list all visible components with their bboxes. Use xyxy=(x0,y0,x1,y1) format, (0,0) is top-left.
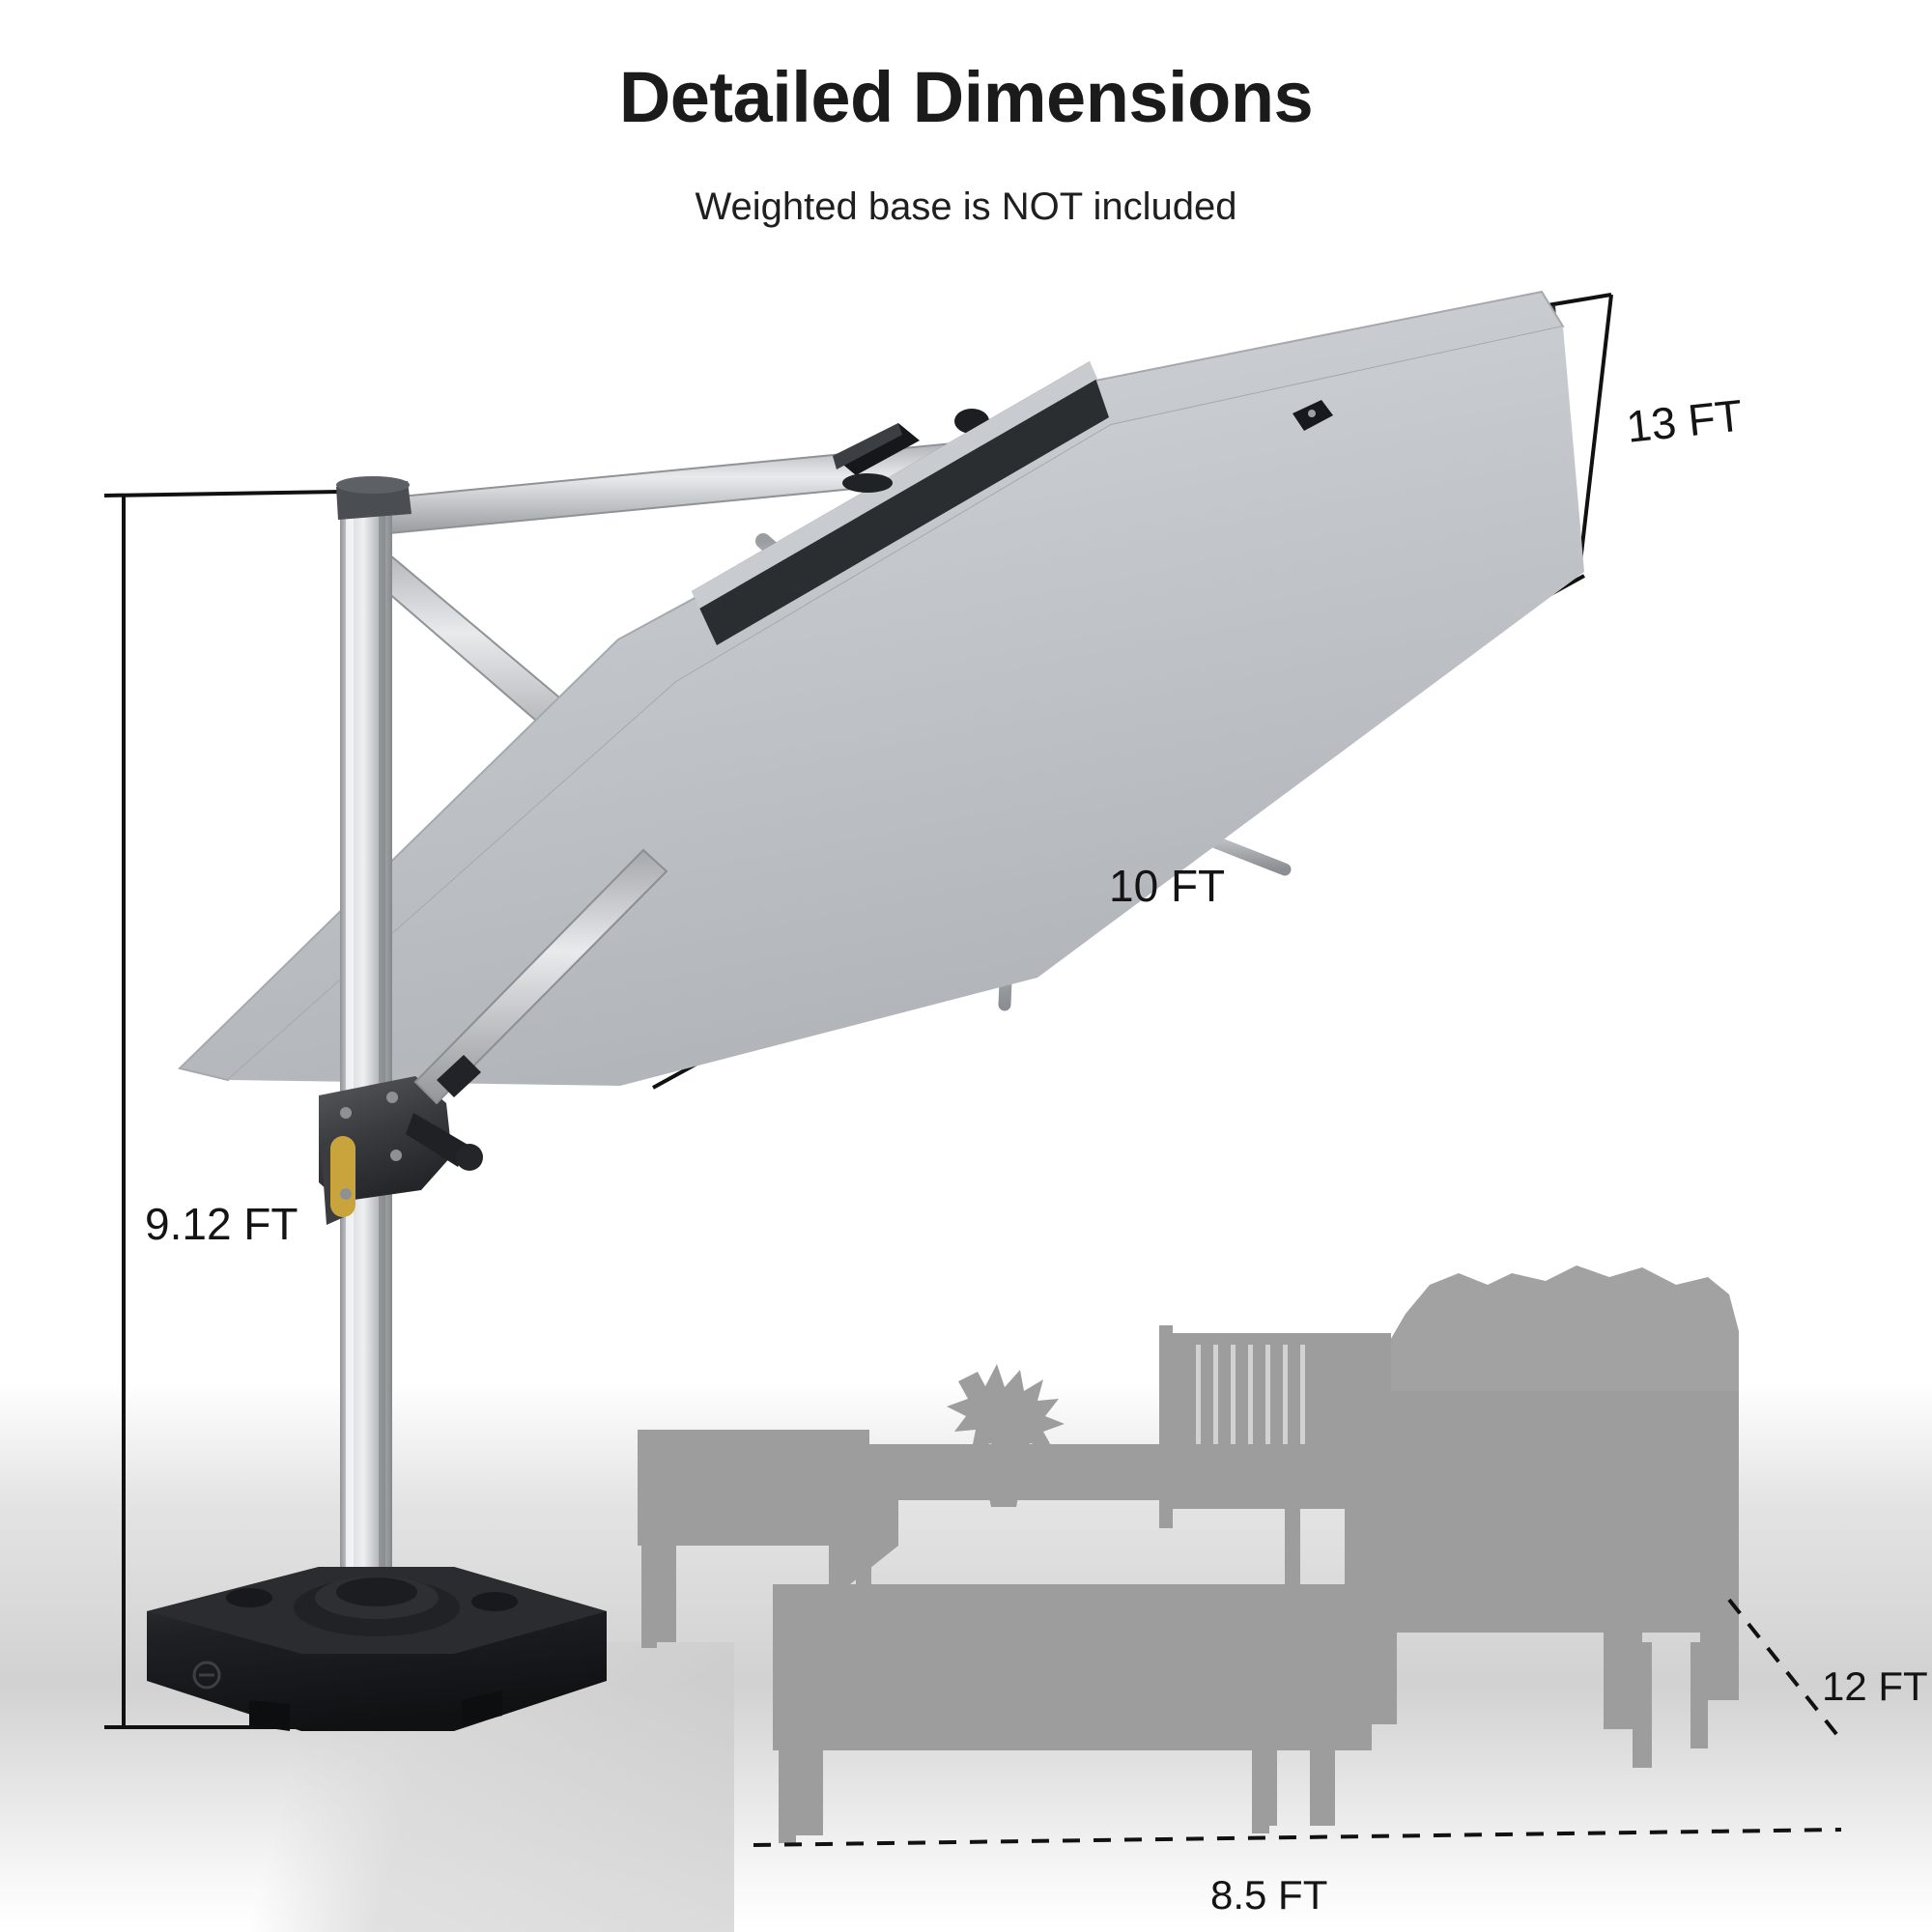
umbrella xyxy=(147,290,1584,1731)
dimension-label-canopy-span: 10 FT xyxy=(1109,861,1226,911)
furniture-silhouette xyxy=(638,1265,1739,1843)
page-subtitle: Weighted base is NOT included xyxy=(695,185,1237,228)
canopy-top-main xyxy=(228,327,1584,1086)
shade-width-dimension-line xyxy=(753,1828,1842,1847)
canopy-bracket xyxy=(1293,400,1333,431)
plant-silhouette xyxy=(947,1364,1065,1507)
page-title: Detailed Dimensions xyxy=(618,57,1314,137)
pole xyxy=(336,476,412,1640)
crank-housing xyxy=(319,1076,483,1225)
dimension-label-overall-height: 9.12 FT xyxy=(145,1199,298,1249)
canopy-upper-flap-edge xyxy=(692,361,1097,609)
tilt-link-rod xyxy=(413,848,668,1105)
dimension-label-shade-depth: 12 FT xyxy=(1822,1663,1928,1709)
crank-accent xyxy=(330,1136,355,1217)
canopy-upper-flap xyxy=(692,361,1109,645)
weighted-base xyxy=(147,1567,607,1731)
solar-light-bar xyxy=(833,423,920,493)
dimension-label-shade-width: 8.5 FT xyxy=(1210,1872,1328,1918)
